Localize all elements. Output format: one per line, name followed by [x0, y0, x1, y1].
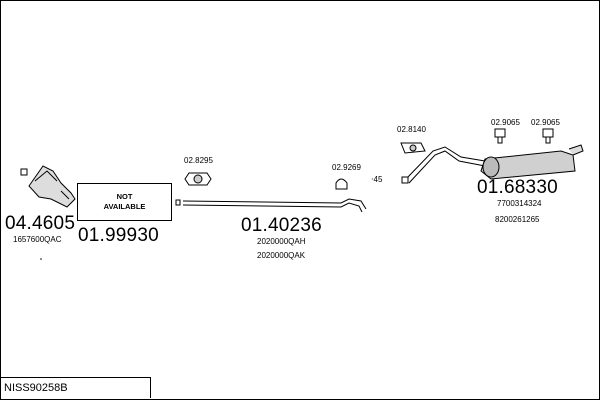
hanger-rear-2-label: 02.9065: [531, 118, 560, 127]
not-available-line-2: AVAILABLE: [103, 202, 146, 211]
clamp-label: 02.9269: [332, 163, 361, 172]
rear-silencer-part-number: 01.68330: [477, 177, 558, 198]
diagram-id-box: NISS90258B: [1, 377, 151, 398]
middle-pipe-part-number: 01.40236: [241, 215, 322, 236]
middle-pipe-oem-2: 2020000QAK: [257, 251, 306, 260]
hanger-rear-1-label: 02.9065: [491, 118, 520, 127]
clamp-icon: [335, 178, 348, 190]
dot-mark: [40, 258, 42, 260]
catalyst-shape: [20, 165, 76, 208]
diagram-id: NISS90258B: [4, 382, 68, 394]
not-available-box: NOT AVAILABLE: [77, 183, 172, 221]
connector-mark: [175, 199, 181, 206]
rear-hanger-1-icon: [494, 128, 506, 144]
not-available-part-number: 01.99930: [78, 225, 159, 246]
middle-pipe-shape: [182, 198, 367, 213]
hanger-mid-label: 02.8140: [397, 125, 426, 134]
hanger-icon: [400, 142, 426, 154]
rear-silencer-oem-2: 8200261265: [495, 215, 540, 224]
catalyst-part-number: 04.4605: [5, 213, 76, 234]
rear-hanger-2-icon: [542, 128, 554, 144]
angle-label: ⋅45: [371, 175, 383, 184]
not-available-line-1: NOT: [116, 192, 133, 201]
gasket-icon: [184, 172, 212, 186]
catalyst-oem-number: 1657600QAC: [13, 235, 62, 244]
gasket-front-label: 02.8295: [184, 156, 213, 165]
rear-silencer-oem-1: 7700314324: [497, 199, 542, 208]
rear-pipe-shape: [401, 146, 486, 184]
middle-pipe-oem-1: 2020000QAH: [257, 237, 306, 246]
rear-silencer-shape: [480, 144, 584, 180]
